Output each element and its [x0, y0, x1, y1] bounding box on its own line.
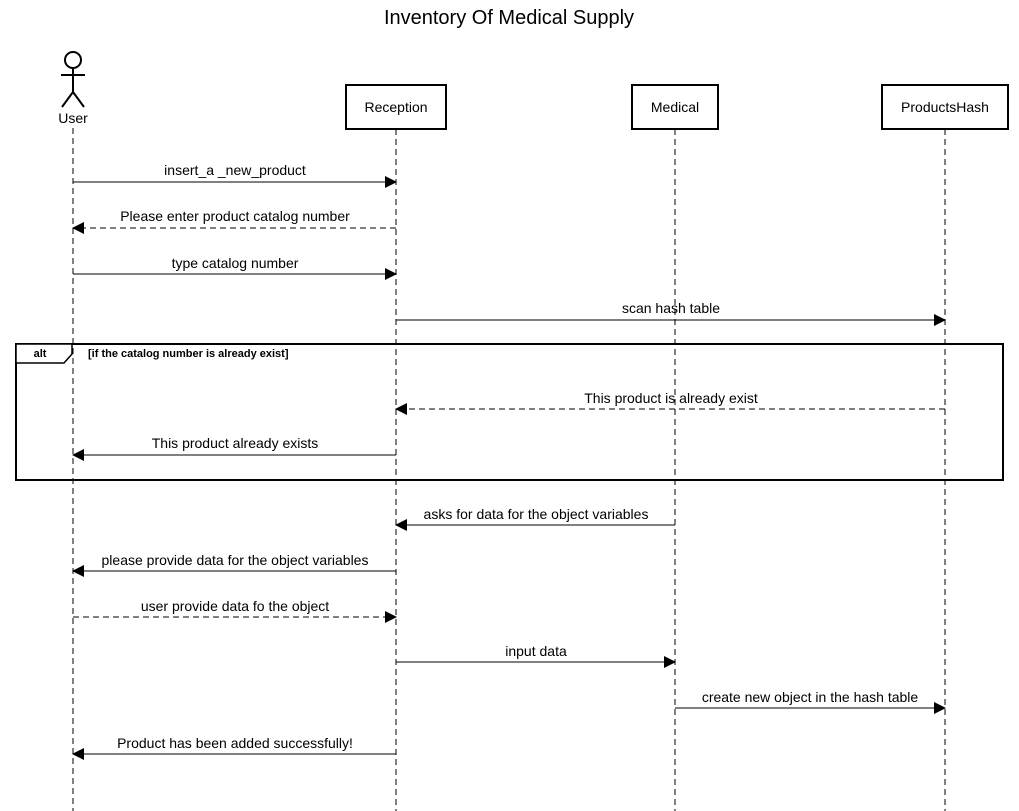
- participant-label-user: User: [58, 110, 88, 126]
- participant-medical: Medical: [631, 84, 719, 130]
- participant-label-medical: Medical: [651, 99, 699, 115]
- lifelines: [72, 128, 946, 811]
- message-label: Please enter product catalog number: [120, 208, 350, 224]
- message: This product is already exist: [395, 390, 945, 415]
- participant-reception: Reception: [345, 84, 447, 130]
- message: This product already exists: [72, 435, 396, 461]
- message: user provide data fo the object: [73, 598, 397, 623]
- message-label: user provide data fo the object: [141, 598, 329, 614]
- message: asks for data for the object variables: [395, 506, 675, 531]
- message-label: insert_a _new_product: [164, 162, 306, 178]
- message-label: input data: [505, 643, 567, 659]
- participant-label-productshash: ProductsHash: [901, 99, 989, 115]
- message: input data: [396, 643, 676, 668]
- stick-figure-icon: [61, 51, 85, 108]
- alt-fragment-operator: alt: [34, 348, 47, 360]
- alt-fragment-frame: [15, 343, 1004, 481]
- participant-productshash: ProductsHash: [881, 84, 1009, 130]
- message-label: Product has been added successfully!: [117, 735, 353, 751]
- diagram-title: Inventory Of Medical Supply: [384, 7, 634, 29]
- messages: insert_a _new_product Please enter produ…: [72, 162, 946, 760]
- message-label: type catalog number: [172, 255, 299, 271]
- alt-fragment: alt [if the catalog number is already ex…: [15, 343, 1004, 481]
- message-label: scan hash table: [622, 300, 720, 316]
- message: Please enter product catalog number: [72, 208, 396, 234]
- message: create new object in the hash table: [675, 689, 946, 714]
- alt-fragment-guard: [if the catalog number is already exist]: [88, 348, 289, 360]
- message-label: please provide data for the object varia…: [102, 552, 369, 568]
- actor-user: User: [58, 51, 88, 126]
- message-label: asks for data for the object variables: [424, 506, 649, 522]
- message-label: This product is already exist: [584, 390, 758, 406]
- message: please provide data for the object varia…: [72, 552, 396, 577]
- alt-fragment-tab: [15, 343, 73, 364]
- message: Product has been added successfully!: [72, 735, 396, 760]
- message-label: This product already exists: [152, 435, 319, 451]
- message-label: create new object in the hash table: [702, 689, 919, 705]
- participant-label-reception: Reception: [364, 99, 427, 115]
- message: scan hash table: [396, 300, 946, 326]
- message: insert_a _new_product: [73, 162, 397, 188]
- message: type catalog number: [73, 255, 397, 280]
